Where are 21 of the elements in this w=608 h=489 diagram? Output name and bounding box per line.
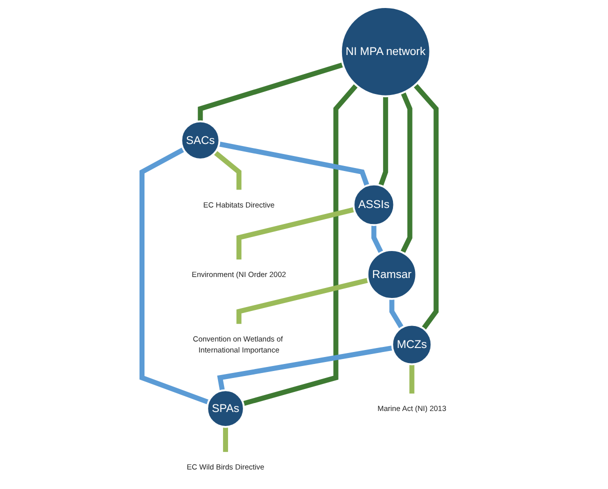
connector <box>218 345 394 391</box>
connector <box>198 62 344 122</box>
connector <box>214 150 242 190</box>
node-circle: Ramsar <box>367 249 418 300</box>
node-circle: SACs <box>180 120 221 160</box>
connector <box>236 207 356 260</box>
connector <box>219 142 370 186</box>
connector <box>140 147 210 405</box>
connector <box>224 426 229 452</box>
connector <box>236 278 370 324</box>
connector <box>378 96 389 186</box>
connector <box>400 92 413 254</box>
node-circle: ASSIs <box>353 184 396 226</box>
connector <box>372 225 384 254</box>
node-circle: NI MPA network <box>340 6 432 98</box>
node-circle: MCZs <box>392 324 433 366</box>
connector <box>414 83 440 330</box>
connector <box>243 84 359 406</box>
node-circle: SPAs <box>206 389 246 428</box>
connector <box>410 364 415 394</box>
connector <box>390 298 404 329</box>
